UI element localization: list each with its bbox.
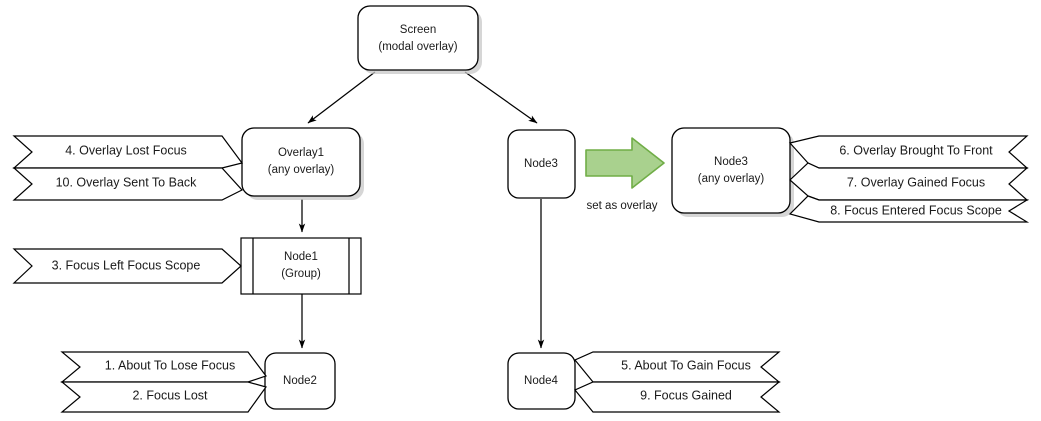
node-node1-box[interactable] [240, 237, 362, 295]
event-label-node4-0: 5. About To Gain Focus [621, 358, 751, 372]
event-chevron-node4-1[interactable] [574, 381, 781, 413]
event-label-node3overlay-2: 8. Focus Entered Focus Scope [830, 203, 1002, 217]
node-screen-label-line2: (modal overlay) [378, 41, 457, 53]
connector-screen-to-overlay1 [307, 71, 376, 124]
node-node4[interactable]: Node4 [507, 352, 576, 410]
node-node2[interactable]: Node2 [264, 352, 336, 410]
event-group-node4-right: 5. About To Gain Focus 9. Focus Gained [574, 351, 781, 413]
node-node1-label-line1: Node1 [284, 251, 318, 263]
node-node3-left-label-line1: Node3 [524, 158, 558, 170]
event-label-node3overlay-0: 6. Overlay Brought To Front [839, 143, 993, 157]
node-node3-overlay-box[interactable] [671, 127, 791, 214]
node-node3-overlay-label-line1: Node3 [714, 156, 748, 168]
node-screen-box[interactable] [357, 5, 479, 71]
node-node3-left-box[interactable] [507, 129, 576, 199]
green-block-arrow-icon [585, 137, 665, 189]
node-overlay1[interactable]: Overlay1 (any overlay) [241, 127, 364, 200]
node-node3-overlay-label-line2: (any overlay) [698, 173, 765, 185]
node-overlay1-label-line2: (any overlay) [268, 164, 335, 176]
set-as-overlay-arrow-group: set as overlay [585, 137, 665, 212]
node-node1-group[interactable]: Node1 (Group) [240, 237, 362, 295]
node-node3-overlay[interactable]: Node3 (any overlay) [671, 127, 794, 217]
node-node2-box[interactable] [264, 352, 336, 410]
event-label-overlay1-0: 4. Overlay Lost Focus [65, 143, 187, 157]
node-node1-label-line2: (Group) [281, 268, 321, 280]
event-group-node3-overlay-right: 6. Overlay Brought To Front 7. Overlay G… [788, 135, 1030, 223]
node-node3-left[interactable]: Node3 [507, 129, 576, 199]
event-label-overlay1-1: 10. Overlay Sent To Back [56, 175, 198, 189]
event-group-overlay1-left: 4. Overlay Lost Focus 10. Overlay Sent T… [12, 135, 244, 201]
connector-screen-to-node3 [464, 71, 538, 124]
event-chevron-node3overlay-2[interactable] [788, 195, 1030, 223]
event-chevron-node2-1[interactable] [60, 381, 267, 413]
node-node4-box[interactable] [507, 352, 576, 410]
event-chevron-overlay1-1[interactable] [12, 167, 243, 201]
node-overlay1-label-line1: Overlay1 [278, 147, 324, 159]
event-label-node4-1: 9. Focus Gained [640, 388, 732, 402]
node-overlay1-box[interactable] [241, 127, 361, 197]
event-group-node2-left: 1. About To Lose Focus 2. Focus Lost [60, 351, 267, 413]
connectors [298, 71, 545, 349]
node-node2-label-line1: Node2 [283, 375, 317, 387]
edge-label-set-as-overlay: set as overlay [587, 200, 658, 212]
event-label-node2-1: 2. Focus Lost [132, 388, 208, 402]
event-chevron-node1-0[interactable] [12, 248, 242, 284]
node-screen[interactable]: Screen (modal overlay) [357, 5, 482, 74]
node-node4-label-line1: Node4 [524, 375, 558, 387]
node-screen-label-line1: Screen [400, 24, 436, 36]
event-label-node1-0: 3. Focus Left Focus Scope [52, 258, 201, 272]
event-label-node2-0: 1. About To Lose Focus [105, 358, 235, 372]
event-label-node3overlay-1: 7. Overlay Gained Focus [847, 175, 985, 189]
event-group-node1-left: 3. Focus Left Focus Scope [12, 248, 242, 284]
